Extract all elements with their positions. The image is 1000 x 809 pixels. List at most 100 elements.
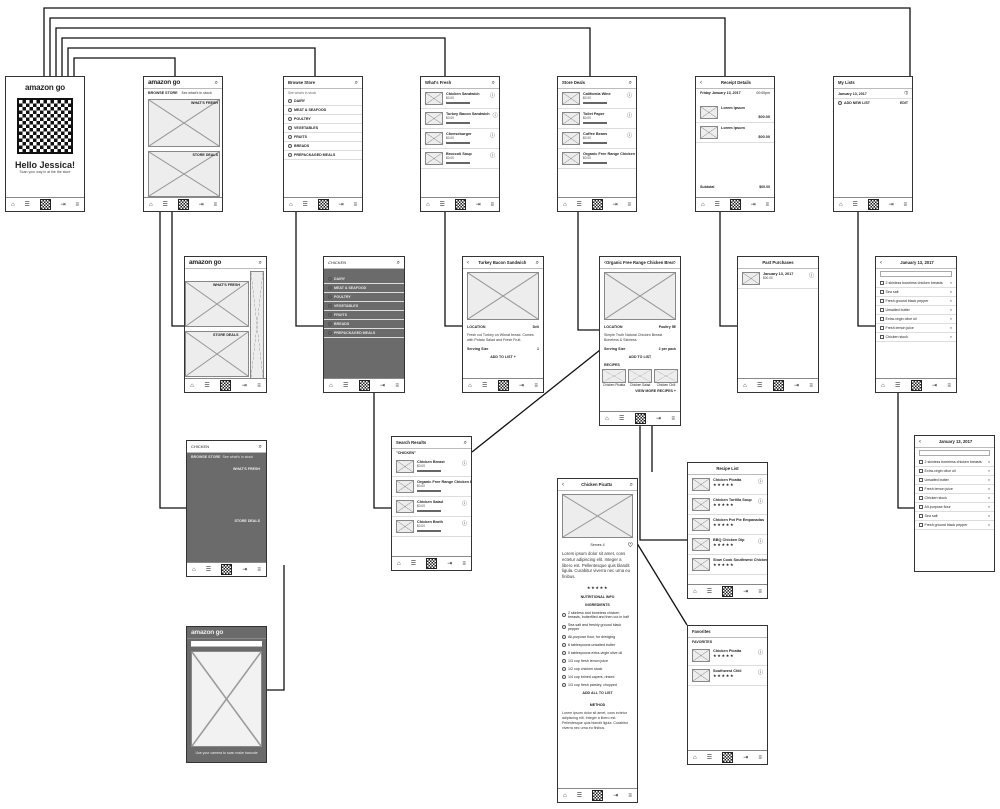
list-item[interactable]: Extra-virgin olive oil×	[915, 467, 994, 476]
hamburger-menu-icon[interactable]: ≡	[257, 566, 261, 573]
qr-code-icon[interactable]	[722, 586, 734, 597]
close-icon[interactable]: ×	[987, 505, 990, 509]
category-item[interactable]: MEAT & SEAFOOD	[324, 284, 404, 293]
qr-code-icon[interactable]	[867, 199, 879, 210]
info-icon[interactable]: ⓘ	[808, 273, 814, 279]
ingredient-item[interactable]: 2 skinless and boneless chicken breasts,…	[558, 609, 637, 621]
recipe-card[interactable]: Chicken Salad	[628, 368, 652, 387]
exit-icon[interactable]: ⇥	[932, 382, 938, 389]
side-category-strip[interactable]	[250, 271, 264, 379]
chevron-left-icon[interactable]: ‹	[700, 79, 702, 86]
add-to-list-bar[interactable]	[583, 102, 607, 105]
recipe-card[interactable]: Chicken Chili	[654, 368, 678, 387]
home-icon[interactable]: ⌂	[743, 382, 747, 389]
recipe-item[interactable]: Southwest Chili★★★★★ⓘ	[688, 666, 767, 686]
hamburger-menu-icon[interactable]: ≡	[213, 201, 217, 208]
list-item[interactable]: 2 skinless boneless chicken breasts×	[876, 279, 956, 288]
ingredient-item[interactable]: All-purpose flour, for dredging	[558, 633, 637, 641]
close-icon[interactable]: ×	[949, 326, 952, 330]
hamburger-menu-icon[interactable]: ≡	[628, 792, 632, 799]
hamburger-menu-icon[interactable]: ≡	[462, 560, 466, 567]
list-icon[interactable]: ☰	[706, 754, 713, 761]
add-icon[interactable]	[562, 634, 566, 639]
list-item[interactable]: Fresh lemon juice×	[876, 324, 956, 333]
hamburger-menu-icon[interactable]: ≡	[671, 415, 675, 422]
list-icon[interactable]: ☰	[410, 560, 417, 567]
chevron-left-icon[interactable]: ‹	[562, 481, 564, 488]
add-icon[interactable]	[562, 642, 566, 647]
ingredient-item[interactable]: 6 tablespoons unsalted butter	[558, 641, 637, 649]
qr-code-icon[interactable]	[317, 199, 329, 210]
close-icon[interactable]: ×	[987, 460, 990, 464]
close-icon[interactable]: ×	[987, 496, 990, 500]
close-icon[interactable]: ×	[987, 478, 990, 482]
checkbox[interactable]	[880, 299, 884, 303]
search-icon[interactable]: ⌕	[463, 439, 467, 446]
category-item[interactable]: FRUITS	[284, 133, 362, 142]
qr-code-icon[interactable]	[39, 199, 51, 210]
checkbox[interactable]	[919, 523, 923, 527]
list-item[interactable]: Sea salt×	[876, 288, 956, 297]
list-icon[interactable]: ☰	[302, 201, 308, 208]
add-icon[interactable]	[562, 658, 566, 663]
exit-icon[interactable]: ⇥	[338, 201, 344, 208]
hamburger-menu-icon[interactable]: ≡	[395, 382, 399, 389]
list-icon[interactable]: ☰	[343, 382, 349, 389]
add-to-list-bar[interactable]	[417, 490, 441, 493]
recipe-item[interactable]: Chicken Pot Pie Empanadas★★★★★ⓘ	[688, 515, 767, 535]
add-icon[interactable]	[562, 682, 566, 687]
qr-code-icon[interactable]	[358, 380, 370, 391]
search-icon[interactable]: ⌕	[672, 259, 676, 266]
view-more-recipes-link[interactable]: VIEW MORE RECIPES +	[635, 388, 676, 393]
list-icon[interactable]: ☰	[706, 588, 713, 595]
add-to-list-bar[interactable]	[583, 122, 607, 125]
info-icon[interactable]: ⓘ	[492, 113, 498, 119]
list-icon[interactable]: ☰	[482, 382, 488, 389]
exit-icon[interactable]: ⇥	[794, 382, 800, 389]
list-search-bar[interactable]	[880, 271, 952, 277]
add-icon[interactable]	[562, 674, 566, 679]
search-icon[interactable]: ⌕	[629, 481, 633, 488]
add-to-list-bar[interactable]	[446, 102, 470, 105]
exit-icon[interactable]: ⇥	[888, 201, 894, 208]
checkbox[interactable]	[919, 505, 923, 509]
list-item[interactable]: All-purpose flour×	[915, 503, 994, 512]
search-icon[interactable]: ⌕	[214, 79, 218, 86]
list-icon[interactable]: ☰	[714, 201, 720, 208]
chevron-left-icon[interactable]: ‹	[919, 438, 921, 445]
chevron-left-icon[interactable]: ‹	[604, 259, 606, 266]
list-search-bar[interactable]	[919, 450, 990, 456]
checkbox[interactable]	[880, 281, 884, 285]
checkbox[interactable]	[880, 326, 884, 330]
chevron-left-icon[interactable]: ‹	[467, 259, 469, 266]
qr-code-icon[interactable]	[177, 199, 189, 210]
list-item[interactable]: Chicken stock×	[876, 333, 956, 342]
category-item[interactable]: DAIRY	[284, 97, 362, 106]
exit-icon[interactable]: ⇥	[447, 560, 453, 567]
close-icon[interactable]: ×	[987, 487, 990, 491]
category-item[interactable]: VEGETABLES	[324, 302, 404, 311]
list-icon[interactable]: ☰	[852, 201, 858, 208]
list-entry[interactable]: January 13, 2017 ⓘ	[834, 89, 912, 99]
category-item[interactable]: PREPACKAGED MEALS	[324, 329, 404, 338]
checkbox[interactable]	[880, 290, 884, 294]
home-icon[interactable]: ⌂	[329, 382, 333, 389]
checkbox[interactable]	[919, 478, 923, 482]
list-item[interactable]: Fresh lemon juice×	[915, 485, 994, 494]
close-icon[interactable]: ×	[987, 523, 990, 527]
close-icon[interactable]: ×	[949, 335, 952, 339]
close-icon[interactable]: ×	[949, 317, 952, 321]
close-icon[interactable]: ×	[987, 469, 990, 473]
info-icon[interactable]: ⓘ	[489, 93, 495, 99]
add-to-list-bar[interactable]	[446, 162, 470, 165]
exit-icon[interactable]: ⇥	[613, 792, 619, 799]
info-icon[interactable]: ⓘ	[757, 539, 763, 545]
heart-icon[interactable]: ♡	[627, 542, 633, 549]
info-icon[interactable]: ⓘ	[757, 479, 763, 485]
hamburger-menu-icon[interactable]: ≡	[627, 201, 631, 208]
recipe-item[interactable]: Chicken Picatta★★★★★ⓘ	[688, 475, 767, 495]
checkbox[interactable]	[919, 469, 923, 473]
list-item[interactable]: Fresh ground black pepper×	[915, 521, 994, 530]
